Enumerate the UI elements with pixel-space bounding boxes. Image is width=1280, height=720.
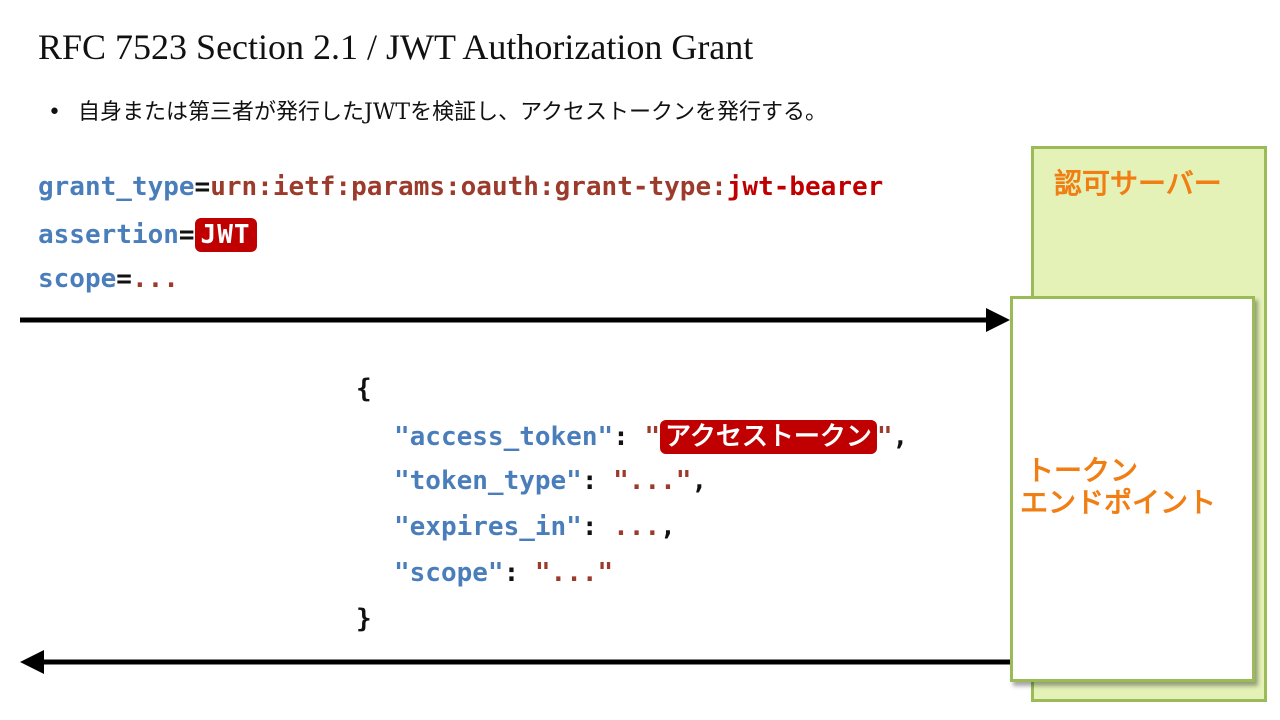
equals-sign: =: [116, 264, 132, 294]
token-type-key: "token_type": [394, 466, 582, 496]
comma: ,: [691, 466, 708, 496]
assertion-key: assertion: [38, 220, 179, 250]
grant-type-highlight: jwt-bearer: [726, 172, 884, 202]
access-token-key: "access_token": [394, 422, 614, 452]
quote-open: ": [644, 422, 661, 452]
equals-sign: =: [178, 220, 195, 250]
colon: :: [613, 422, 645, 452]
request-line-assertion: assertion=JWT: [38, 218, 257, 252]
response-line-access-token: "access_token": "アクセストークン",: [394, 420, 908, 454]
response-close-brace: }: [356, 604, 372, 634]
response-line-token-type: "token_type": "...",: [394, 466, 707, 496]
response-line-expires-in: "expires_in": ...,: [394, 512, 676, 542]
equals-sign: =: [194, 172, 211, 202]
response-scope-value: "...": [534, 558, 614, 588]
scope-value: ...: [131, 264, 179, 294]
grant-type-key: grant_type: [38, 172, 195, 202]
token-type-value: "...": [613, 466, 692, 496]
access-token-badge: アクセストークン: [660, 420, 877, 454]
token-endpoint-line2: エンドポイント: [1020, 486, 1217, 519]
bullet-point: • 自身または第三者が発行したJWTを検証し、アクセストークンを発行する。: [48, 94, 827, 126]
grant-type-value: urn:ietf:params:oauth:grant-type:: [210, 172, 727, 202]
response-line-scope: "scope": "...": [394, 558, 613, 588]
colon: :: [581, 466, 614, 496]
comma: ,: [660, 512, 676, 542]
jwt-badge: JWT: [194, 218, 257, 252]
token-endpoint-box: [1010, 296, 1255, 682]
authorization-server-label: 認可サーバー: [1054, 167, 1222, 200]
response-open-brace: {: [356, 374, 372, 404]
request-line-scope: scope=...: [38, 264, 179, 294]
slide-title: RFC 7523 Section 2.1 / JWT Authorization…: [38, 27, 754, 67]
expires-in-value: ...: [613, 512, 661, 542]
bullet-dot: •: [48, 100, 61, 125]
colon: :: [503, 558, 535, 588]
token-endpoint-line1: トークン: [1026, 454, 1139, 487]
response-arrow: [20, 650, 1010, 674]
bullet-text: 自身または第三者が発行したJWTを検証し、アクセストークンを発行する。: [78, 100, 828, 125]
response-scope-key: "scope": [394, 558, 504, 588]
expires-in-key: "expires_in": [394, 512, 582, 542]
request-line-grant-type: grant_type=urn:ietf:params:oauth:grant-t…: [38, 172, 883, 202]
colon: :: [581, 512, 614, 542]
comma: ,: [892, 422, 909, 452]
quote-close: ": [876, 422, 893, 452]
scope-key: scope: [38, 264, 117, 294]
request-arrow: [20, 308, 1010, 332]
token-endpoint-label: トークン エンドポイント: [1020, 455, 1216, 519]
